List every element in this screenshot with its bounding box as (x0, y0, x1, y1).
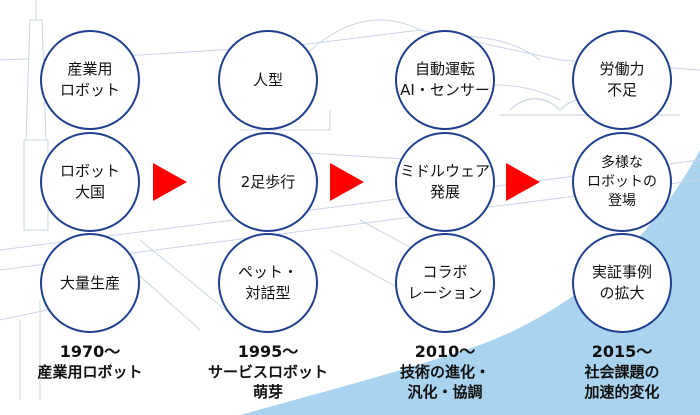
stage-label: ミドルウェア 発展 (399, 162, 490, 201)
stage-circle-3-1: 自動運転 AI・センサー (395, 30, 495, 130)
stage-circle-3-2: ミドルウェア 発展 (395, 132, 495, 232)
stage-circle-2-2: 2足歩行 (218, 132, 318, 232)
water-area (240, 150, 700, 415)
stage-label: 自動運転 AI・センサー (400, 60, 490, 99)
stage-circle-4-1: 労働力 不足 (572, 30, 672, 130)
era-label-2: 1995～ サービスロボット 萌芽 (183, 342, 353, 402)
era-year: 1995～ (237, 342, 299, 361)
stage-circle-1-3: 大量生産 (40, 233, 140, 333)
era-description: 社会課題の 加速的変化 (584, 363, 660, 401)
stage-label: 多様な ロボットの 登場 (587, 154, 657, 209)
stage-circle-2-3: ペット・ 対話型 (218, 233, 318, 333)
stage-circle-2-1: 人型 (218, 30, 318, 130)
stage-circle-1-2: ロボット 大国 (40, 132, 140, 232)
stage-circle-1-1: 産業用 ロボット (40, 30, 140, 130)
progress-arrow-icon (506, 163, 540, 201)
era-label-1: 1970～ 産業用ロボット (5, 342, 175, 382)
stage-label: 産業用 ロボット (59, 60, 120, 99)
stage-label: ロボット 大国 (59, 162, 120, 201)
era-year: 2015～ (591, 342, 653, 361)
stage-label: 労働力 不足 (599, 60, 645, 99)
stage-label: 実証事例 の拡大 (591, 263, 652, 302)
era-label-4: 2015～ 社会課題の 加速的変化 (537, 342, 700, 402)
era-description: 産業用ロボット (37, 363, 143, 381)
stage-circle-3-3: コラボ レーション (395, 233, 495, 333)
stage-label: ペット・ 対話型 (237, 263, 298, 302)
stage-label: 人型 (252, 70, 283, 89)
stage-circle-4-2: 多様な ロボットの 登場 (572, 132, 672, 232)
stage-label: 2足歩行 (240, 172, 296, 191)
era-year: 2010～ (414, 342, 476, 361)
progress-arrow-icon (153, 163, 187, 201)
stage-label: 大量生産 (59, 273, 120, 292)
progress-arrow-icon (330, 163, 364, 201)
era-year: 1970～ (59, 342, 121, 361)
era-description: サービスロボット 萌芽 (207, 363, 328, 401)
stage-circle-4-3: 実証事例 の拡大 (572, 233, 672, 333)
era-description: 技術の進化・ 汎化・協調 (399, 363, 490, 401)
era-label-3: 2010～ 技術の進化・ 汎化・協調 (360, 342, 530, 402)
stage-label: コラボ レーション (407, 263, 483, 302)
